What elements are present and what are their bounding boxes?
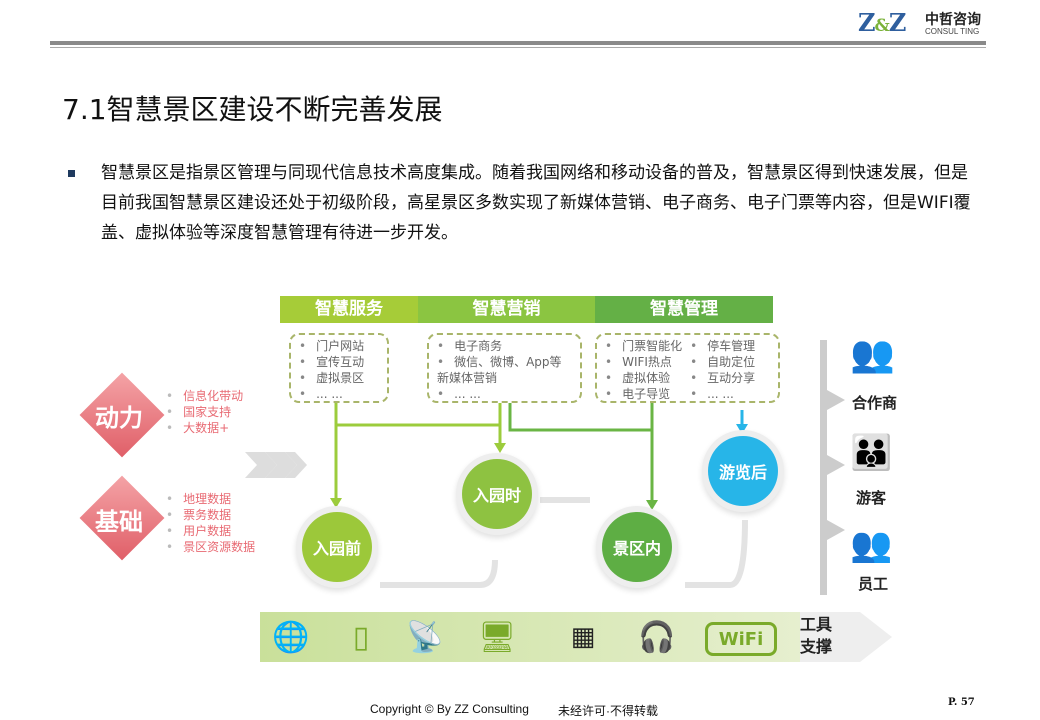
list-item: 虚拟体验 [605, 370, 682, 386]
list-item: 信息化带动 [166, 388, 243, 404]
qr-code-icon: ▦ [570, 622, 596, 652]
list-item: 停车管理 [690, 338, 755, 354]
list-item: ... ... [299, 386, 383, 402]
foundation-list: 地理数据 票务数据 用户数据 景区资源数据 [166, 491, 255, 555]
wifi-icon: WiFi [705, 622, 777, 656]
copyright-notice: 未经许可·不得转载 [558, 704, 658, 718]
page-title: 7.1智慧景区建设不断完善发展 [62, 93, 443, 126]
copyright: Copyright © By ZZ Consulting [370, 702, 529, 716]
list-item: 地理数据 [166, 491, 255, 507]
intro-paragraph: 智慧景区是指景区管理与同现代信息技术高度集成。随着我国网络和移动设备的普及，智慧… [101, 163, 971, 243]
logo-cn: 中哲咨询 [925, 12, 981, 28]
list-item: 微信、微博、App等 新媒体营销 [437, 354, 577, 386]
stage-before-entry: 入园前 [302, 512, 372, 582]
tourist-icon: 👪 [850, 433, 893, 473]
staff-icon: 👥 [850, 525, 893, 565]
list-item: WIFI热点 [605, 354, 682, 370]
stage-in-park: 景区内 [602, 512, 672, 582]
list-item: 门户网站 [299, 338, 383, 354]
marketing-box: 电子商务 微信、微博、App等 新媒体营销 ... ... [427, 333, 582, 403]
list-item: 票务数据 [166, 507, 255, 523]
stage-after-visit: 游览后 [708, 436, 778, 506]
list-item: 门票智能化 [605, 338, 682, 354]
list-item: ... ... [437, 386, 576, 402]
list-item: 自助定位 [690, 354, 755, 370]
list-item: 用户数据 [166, 523, 255, 539]
power-list: 信息化带动 国家支持 大数据+ [166, 388, 243, 436]
list-item: 电子导览 [605, 386, 682, 402]
list-item: 大数据+ [166, 420, 243, 436]
globe-computer-icon: 🌐 [272, 619, 310, 655]
logo-mark: Z&Z [858, 8, 906, 37]
phone-icon: ▯ [352, 619, 370, 655]
participant-partner: 合作商 [852, 394, 898, 412]
driver-label-foundation: 基础 [95, 508, 143, 536]
monitor-icon: 🖥 [477, 619, 517, 655]
partner-icon: 👥 [850, 334, 895, 375]
participant-staff: 员工 [858, 575, 889, 593]
category-header-management: 智慧管理 [595, 296, 773, 323]
list-item: 虚拟景区 [299, 370, 383, 386]
driver-label-power: 动力 [95, 404, 143, 432]
stage-entry: 入园时 [462, 459, 532, 529]
service-box: 门户网站 宣传互动 虚拟景区 ... ... [289, 333, 389, 403]
headphones-icon: 🎧 [638, 619, 676, 655]
logo-en: CONSUL TING [925, 27, 980, 36]
management-box: 门票智能化 WIFI热点 虚拟体验 电子导览 停车管理 自助定位 互动分享 ..… [595, 333, 780, 403]
list-item: ... ... [690, 386, 755, 402]
bullet-icon [68, 170, 75, 177]
list-item: 景区资源数据 [166, 539, 255, 555]
satellite-dish-icon: 📡 [406, 619, 444, 655]
category-header-service: 智慧服务 [280, 296, 418, 323]
list-item: 宣传互动 [299, 354, 383, 370]
header-rule [50, 41, 986, 45]
list-item: 国家支持 [166, 404, 243, 420]
category-header-marketing: 智慧营销 [418, 296, 595, 323]
list-item: 电子商务 [437, 338, 576, 354]
header-rule-thin [50, 47, 986, 48]
list-item: 互动分享 [690, 370, 755, 386]
participant-tourist: 游客 [856, 489, 887, 507]
page-number: P. 57 [948, 697, 975, 708]
tools-support-label: 工具支撑 [800, 615, 833, 656]
